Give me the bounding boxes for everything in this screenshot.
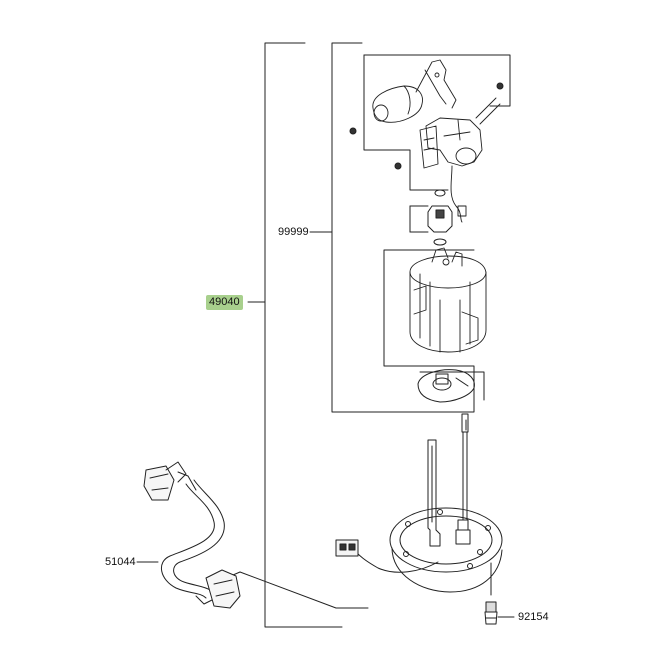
pressure-regulator <box>409 205 453 233</box>
fuel-pump <box>409 247 487 353</box>
bolt <box>484 601 498 625</box>
fuel-level-sender <box>372 59 501 223</box>
bolt-label: 92154 <box>518 611 549 623</box>
fuel-strainer <box>417 369 475 403</box>
fuel-hose-assembly <box>143 461 241 609</box>
small-nuts <box>349 82 504 170</box>
sub-assembly-label: 99999 <box>278 226 309 238</box>
pump-base-plate <box>335 413 503 593</box>
hose-assembly-label: 51044 <box>105 556 136 568</box>
bracket-lines <box>136 42 515 628</box>
assembly-label: 49040 <box>206 295 243 310</box>
o-rings <box>433 189 447 246</box>
